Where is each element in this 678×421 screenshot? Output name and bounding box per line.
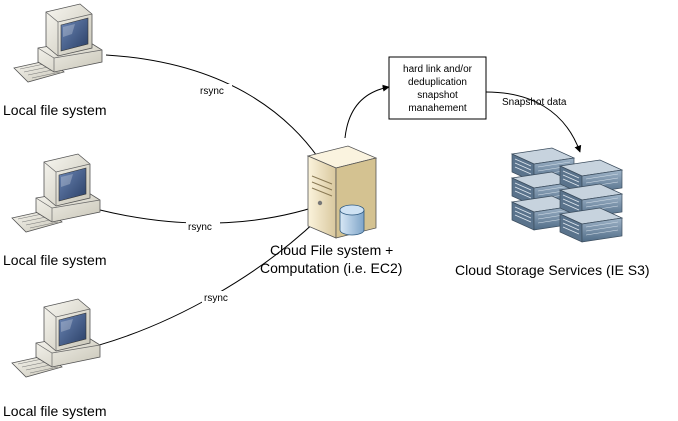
edge-snapshot-data: [485, 91, 582, 153]
server-with-database-icon: [306, 145, 378, 239]
node-local-1: Local file system: [3, 3, 106, 118]
cloud-storage-label: Cloud Storage Services (IE S3): [455, 262, 650, 278]
node-local-3: Local file system: [3, 298, 106, 419]
edge-label-snapshot-data: Snapshot data: [502, 97, 567, 108]
cloud-fs-label-line1: Cloud File system +: [270, 242, 393, 258]
edge-label-rsync-1: rsync: [200, 86, 224, 97]
cloud-fs-label-line2: Computation (i.e. EC2): [260, 260, 402, 276]
process-box-rect: [388, 56, 487, 120]
desktop-computer-icon: [11, 153, 101, 233]
edge-rsync-2: [99, 198, 336, 224]
process-box-line3: snapshot: [417, 90, 458, 101]
local-2-label: Local file system: [3, 252, 106, 268]
desktop-computer-icon: [13, 3, 103, 83]
edge-label-rsync-2: rsync: [188, 222, 212, 233]
edge-rsync-1: [105, 54, 341, 196]
process-box-line2: deduplication: [408, 77, 467, 88]
edge-label-rsync-3: rsync: [204, 293, 228, 304]
process-box-line4: manahement: [408, 103, 467, 114]
local-1-label: Local file system: [3, 102, 106, 118]
local-3-label: Local file system: [3, 403, 106, 419]
process-box-line1: hard link and/or: [403, 64, 473, 75]
node-process-box: hard link and/or deduplication snapshot …: [388, 56, 487, 120]
server-rack-cluster-icon: [511, 147, 623, 243]
node-cloud-fs: Cloud File system + Computation (i.e. EC…: [260, 145, 402, 276]
node-cloud-storage: Cloud Storage Services (IE S3): [455, 147, 650, 278]
desktop-computer-icon: [11, 298, 101, 378]
edge-to-process-box: [344, 84, 390, 139]
node-local-2: Local file system: [3, 153, 106, 268]
